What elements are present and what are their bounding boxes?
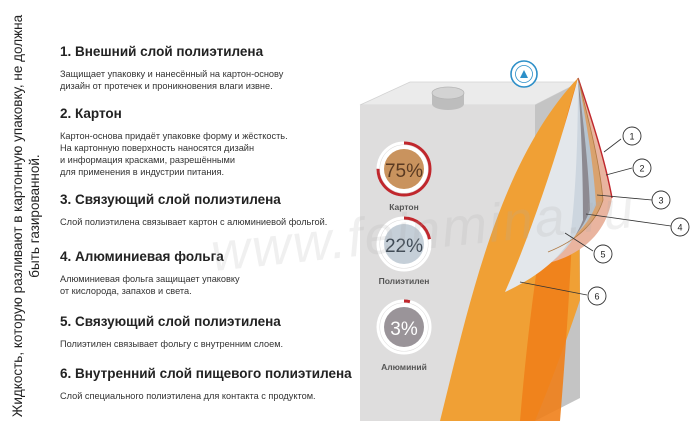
- ring-progress-arc: [376, 299, 432, 355]
- side-note-text: Жидкость, которую разливают в картонную …: [10, 14, 42, 417]
- ring-label: Алюминий: [381, 362, 427, 372]
- callout-6-number: 6: [594, 292, 599, 302]
- layer-1-title: 1. Внешний слой полиэтилена: [60, 44, 264, 59]
- recycling-badge-icon: [510, 60, 538, 88]
- callout-lines: [519, 138, 672, 296]
- callout-1: 1: [622, 126, 642, 146]
- callout-6: 6: [587, 286, 607, 306]
- composition-ring-cardboard: 75% Картон: [376, 141, 432, 212]
- layer-6: 6. Внутренний слой пищевого полиэтилена …: [60, 366, 360, 402]
- ring-progress-arc: [376, 141, 432, 197]
- carton-diagram: 75% Картон 22% Полиэтилен 3% Алюминий 1 …: [359, 60, 690, 421]
- layer-2: 2. Картон Картон-основа придаёт упаковке…: [60, 106, 360, 178]
- layer-2-title: 2. Картон: [60, 106, 122, 121]
- peeled-layer-inner-pe: [505, 78, 578, 292]
- layer-3: 3. Связующий слой полиэтилена Слой полиэ…: [60, 192, 360, 228]
- side-note: Жидкость, которую разливают в картонную …: [2, 8, 50, 423]
- ring-fill: [384, 149, 424, 189]
- callout-3-number: 3: [658, 196, 663, 206]
- layer-4-title: 4. Алюминиевая фольга: [60, 249, 224, 264]
- callout-3: 3: [651, 190, 671, 210]
- cap-icon: [431, 86, 465, 110]
- callout-4-number: 4: [677, 223, 682, 233]
- layer-5-text: Полиэтилен связывает фольгу с внутренним…: [60, 339, 284, 349]
- layer-4-text: Алюминиевая фольга защищает упаковку от …: [60, 274, 240, 296]
- ring-fill: [384, 307, 424, 347]
- ring-fill: [384, 224, 424, 264]
- composition-ring-aluminium: 3% Алюминий: [376, 299, 432, 372]
- layer-1-text: Защищает упаковку и нанесённый на картон…: [60, 69, 284, 91]
- ring-label: Полиэтилен: [379, 276, 430, 286]
- callout-5-number: 5: [600, 250, 605, 260]
- layer-3-text: Слой полиэтилена связывает картон с алюм…: [60, 217, 328, 227]
- layer-4: 4. Алюминиевая фольга Алюминиевая фольга…: [60, 249, 360, 297]
- layer-2-text: Картон-основа придаёт упаковке форму и ж…: [60, 131, 288, 177]
- ring-percent: 22%: [385, 236, 423, 257]
- ring-percent: 3%: [390, 319, 418, 340]
- ring-percent: 75%: [385, 161, 423, 182]
- callout-1-number: 1: [629, 132, 634, 142]
- callout-5: 5: [593, 244, 613, 264]
- layer-1: 1. Внешний слой полиэтилена Защищает упа…: [60, 44, 360, 92]
- layer-5-title: 5. Связующий слой полиэтилена: [60, 314, 281, 329]
- layer-5: 5. Связующий слой полиэтилена Полиэтилен…: [60, 314, 360, 350]
- layer-6-title: 6. Внутренний слой пищевого полиэтилена: [60, 366, 352, 381]
- ring-label: Картон: [389, 202, 418, 212]
- callout-4: 4: [670, 217, 690, 237]
- callout-2-number: 2: [639, 164, 644, 174]
- layer-6-text: Слой специального полиэтилена для контак…: [60, 391, 316, 401]
- layer-3-title: 3. Связующий слой полиэтилена: [60, 192, 281, 207]
- composition-ring-polyethylene: 22% Полиэтилен: [376, 216, 432, 286]
- ring-progress-arc: [376, 216, 432, 272]
- callout-2: 2: [632, 158, 652, 178]
